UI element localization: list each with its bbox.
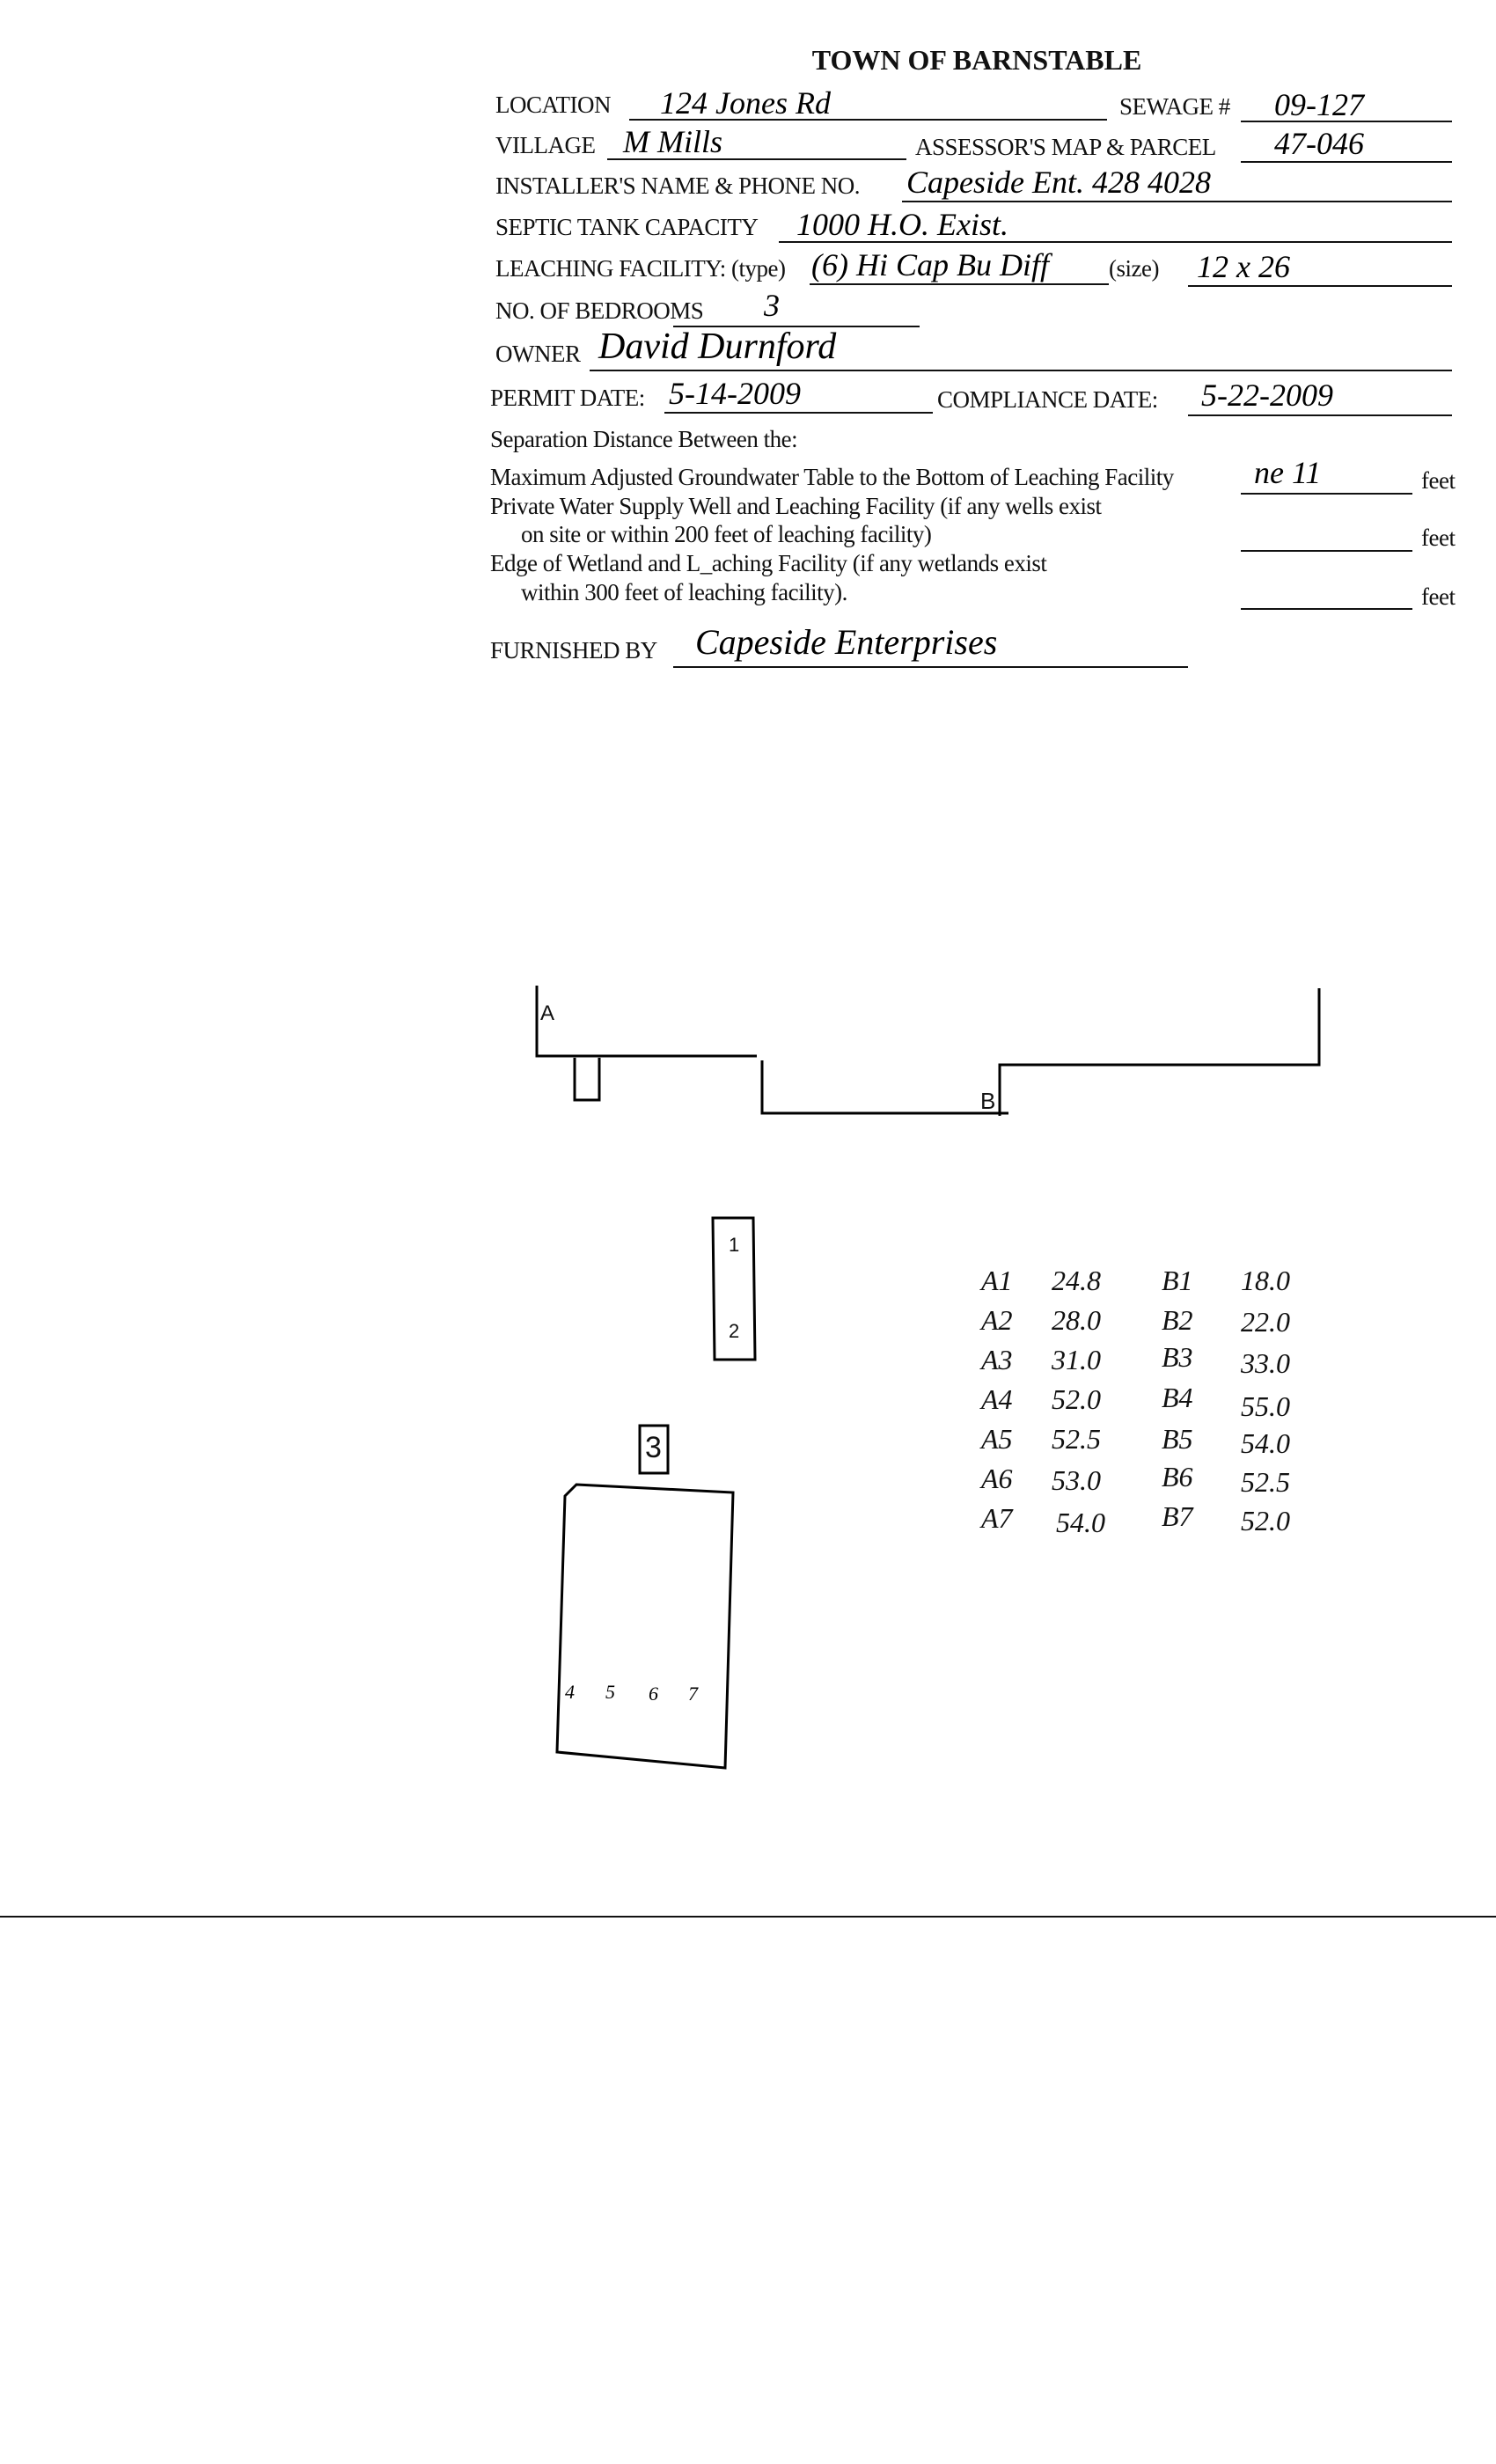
owner-line — [590, 370, 1452, 371]
furnished-value: Capeside Enterprises — [695, 622, 998, 662]
b-value: 52.5 — [1241, 1466, 1290, 1498]
size-value: 12 x 26 — [1197, 249, 1290, 284]
location-label: LOCATION — [495, 92, 612, 118]
village-label: VILLAGE — [495, 132, 596, 158]
wetland-label-2: within 300 feet of leaching facility). — [521, 579, 847, 605]
b-label: B3 — [1162, 1341, 1193, 1373]
assessor-label: ASSESSOR'S MAP & PARCEL — [915, 134, 1216, 160]
b-value: 18.0 — [1241, 1265, 1290, 1296]
location-value: 124 Jones Rd — [660, 85, 831, 121]
profile-trench — [760, 1060, 1008, 1115]
bottom-label-7: 7 — [688, 1683, 698, 1705]
b-label: B2 — [1162, 1304, 1193, 1336]
b-value: 55.0 — [1241, 1390, 1290, 1422]
location-line — [629, 119, 1107, 121]
owner-value: David Durnford — [598, 326, 837, 367]
label-a: A — [540, 1001, 554, 1025]
septic-label: SEPTIC TANK CAPACITY — [495, 214, 759, 240]
furnished-label: FURNISHED BY — [490, 637, 657, 664]
septic-value: 1000 H.O. Exist. — [796, 207, 1008, 242]
bedrooms-line — [673, 326, 920, 327]
a-label: A5 — [981, 1423, 1013, 1455]
a-value: 53.0 — [1052, 1464, 1101, 1496]
a-label: A4 — [981, 1383, 1013, 1415]
well-line — [1241, 550, 1412, 552]
groundwater-line — [1241, 493, 1412, 495]
b-value: 33.0 — [1241, 1347, 1290, 1379]
a-label: A6 — [981, 1463, 1013, 1494]
sewage-line — [1241, 121, 1452, 122]
a-value: 52.0 — [1052, 1383, 1101, 1415]
furnished-line — [673, 666, 1188, 668]
b-value: 52.0 — [1241, 1505, 1290, 1536]
compliance-value: 5-22-2009 — [1201, 378, 1333, 413]
a-label: A7 — [981, 1502, 1013, 1534]
a-label: A1 — [981, 1265, 1013, 1296]
b-label: B4 — [1162, 1382, 1193, 1413]
size-label: (size) — [1109, 255, 1159, 282]
a-label: A3 — [981, 1344, 1013, 1375]
bottom-label-6: 6 — [649, 1683, 658, 1705]
b-label: B1 — [1162, 1265, 1193, 1296]
permit-line — [664, 412, 933, 414]
label-3-box — [638, 1424, 670, 1475]
a-value: 28.0 — [1052, 1304, 1101, 1336]
a-value: 54.0 — [1056, 1507, 1105, 1538]
bottom-label-4: 4 — [565, 1681, 575, 1703]
installer-label: INSTALLER'S NAME & PHONE NO. — [495, 172, 860, 199]
installer-line — [902, 201, 1452, 202]
permit-value: 5-14-2009 — [669, 376, 801, 411]
village-line — [607, 158, 906, 160]
profile-left — [535, 986, 757, 1058]
village-value: M Mills — [623, 124, 722, 159]
assessor-value: 47-046 — [1274, 126, 1364, 161]
installer-value: Capeside Ent. 428 4028 — [906, 165, 1211, 200]
b-label: B7 — [1162, 1500, 1193, 1532]
permit-label: PERMIT DATE: — [490, 385, 645, 411]
bottom-label-5: 5 — [605, 1681, 615, 1703]
groundwater-value: ne 11 — [1254, 455, 1322, 490]
small-box — [573, 1058, 601, 1102]
size-line — [1188, 285, 1452, 287]
groundwater-feet: feet — [1421, 467, 1456, 494]
assessor-line — [1241, 161, 1452, 163]
box-label-2: 2 — [729, 1320, 739, 1342]
a-value: 24.8 — [1052, 1265, 1101, 1296]
b-label: B5 — [1162, 1423, 1193, 1455]
compliance-label: COMPLIANCE DATE: — [937, 386, 1158, 413]
sewage-label: SEWAGE # — [1119, 93, 1230, 120]
leaching-type-value: (6) Hi Cap Bu Diff — [811, 247, 1049, 282]
page-divider — [0, 1916, 1496, 1918]
document-title: TOWN OF BARNSTABLE — [811, 44, 1142, 76]
a-value: 52.5 — [1052, 1423, 1101, 1455]
groundwater-label: Maximum Adjusted Groundwater Table to th… — [490, 464, 1174, 490]
well-label-1: Private Water Supply Well and Leaching F… — [490, 493, 1102, 519]
box-label-1: 1 — [729, 1234, 739, 1256]
well-label-2: on site or within 200 feet of leaching f… — [521, 521, 932, 547]
box-1-2 — [711, 1216, 757, 1361]
compliance-line — [1188, 414, 1452, 416]
owner-label: OWNER — [495, 341, 581, 367]
a-label: A2 — [981, 1304, 1013, 1336]
b-value: 22.0 — [1241, 1306, 1290, 1338]
b-value: 54.0 — [1241, 1427, 1290, 1459]
wetland-line — [1241, 608, 1412, 610]
leaching-type-line — [810, 283, 1109, 285]
sewage-value: 09-127 — [1274, 87, 1364, 122]
large-box — [555, 1483, 735, 1770]
separation-heading: Separation Distance Between the: — [490, 426, 798, 452]
a-value: 31.0 — [1052, 1344, 1101, 1375]
leaching-label: LEACHING FACILITY: (type) — [495, 255, 786, 282]
wetland-label-1: Edge of Wetland and L_aching Facility (i… — [490, 550, 1047, 576]
label-b: B — [980, 1088, 995, 1114]
label-3: 3 — [645, 1431, 662, 1464]
bedrooms-value: 3 — [764, 288, 780, 323]
bedrooms-label: NO. OF BEDROOMS — [495, 297, 704, 324]
wetland-feet: feet — [1421, 583, 1456, 610]
septic-line — [779, 241, 1452, 243]
b-label: B6 — [1162, 1461, 1193, 1492]
well-feet: feet — [1421, 524, 1456, 551]
profile-right — [998, 988, 1321, 1116]
